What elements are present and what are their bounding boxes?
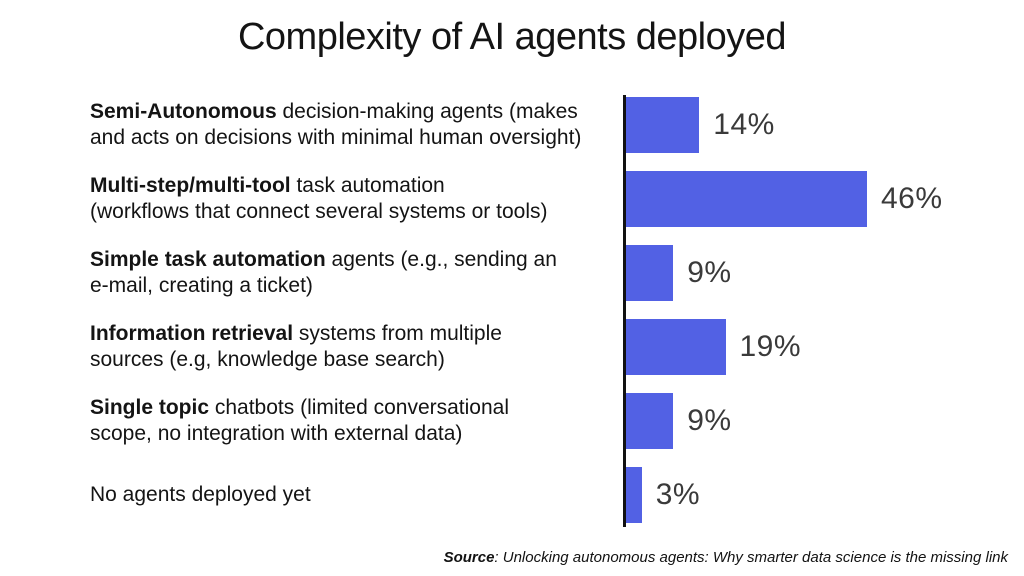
- category-label-rest: chatbots (limited conversational scope, …: [90, 396, 509, 445]
- category-label: No agents deployed yet: [90, 482, 626, 508]
- category-label: Multi-step/multi-tool task automation (w…: [90, 173, 626, 225]
- value-label: 3%: [655, 478, 701, 511]
- bar: [626, 171, 867, 227]
- bar: [626, 467, 642, 523]
- value-label: 46%: [881, 182, 943, 215]
- value-label: 9%: [687, 256, 732, 289]
- value-label: 14%: [713, 108, 775, 141]
- source-text: : Unlocking autonomous agents: Why smart…: [494, 549, 1008, 566]
- chart-row: Simple task automation agents (e.g., sen…: [90, 245, 943, 301]
- y-axis-line: [623, 95, 626, 527]
- value-label: 19%: [739, 330, 802, 363]
- category-label-bold: Multi-step/multi-tool: [90, 174, 291, 197]
- bar: [626, 245, 674, 301]
- category-label-bold: Semi-Autonomous: [90, 100, 277, 123]
- category-label-bold: Simple task automation: [90, 248, 326, 271]
- bar: [626, 393, 674, 449]
- bar: [626, 97, 700, 153]
- source-label: Source: [443, 549, 495, 566]
- category-label-rest: task automation (workflows that connect …: [90, 174, 548, 223]
- category-label: Single topic chatbots (limited conversat…: [90, 395, 626, 447]
- category-label-bold: Single topic: [90, 396, 210, 419]
- category-label: Simple task automation agents (e.g., sen…: [90, 247, 626, 299]
- chart-row: Single topic chatbots (limited conversat…: [90, 393, 943, 449]
- category-label-bold: Information retrieval: [90, 322, 294, 345]
- page-title: Complexity of AI agents deployed: [237, 16, 787, 58]
- category-label-rest: agents (e.g., sending an e-mail, creatin…: [90, 248, 557, 297]
- category-label: Information retrieval systems from multi…: [90, 321, 626, 373]
- bar-chart: Semi-Autonomous decision-making agents (…: [90, 97, 943, 541]
- value-label: 9%: [687, 404, 732, 437]
- category-label-rest: decision-making agents (makes and acts o…: [90, 100, 582, 149]
- chart-row: Semi-Autonomous decision-making agents (…: [90, 97, 943, 153]
- source-note: Source: Unlocking autonomous agents: Why…: [444, 549, 1008, 566]
- chart-row: Multi-step/multi-tool task automation (w…: [90, 171, 943, 227]
- category-label-rest: systems from multiple sources (e.g, know…: [90, 322, 502, 371]
- chart-row: Information retrieval systems from multi…: [90, 319, 943, 375]
- category-label: Semi-Autonomous decision-making agents (…: [90, 99, 626, 151]
- category-label-rest: No agents deployed yet: [90, 483, 311, 506]
- bar: [626, 319, 726, 375]
- chart-row: No agents deployed yet 3%: [90, 467, 943, 523]
